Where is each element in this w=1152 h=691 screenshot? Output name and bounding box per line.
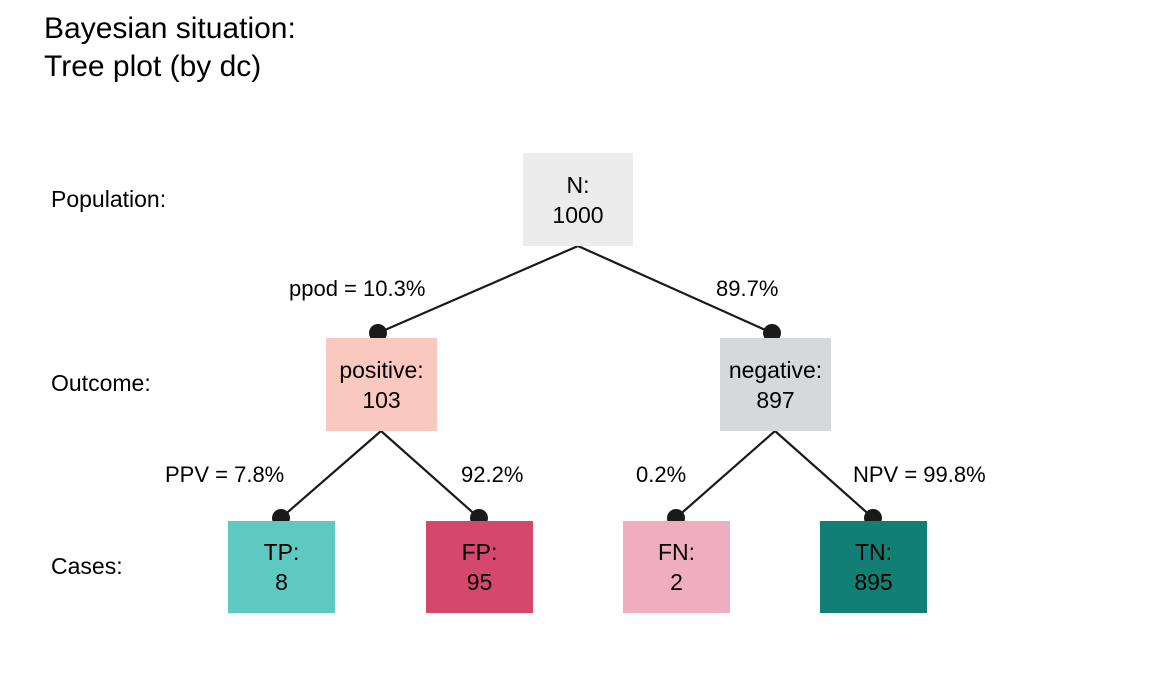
edge-label-fnr: 0.2%: [636, 462, 687, 487]
edge-negative-to-fn: [675, 430, 776, 519]
plot-title-line-1: Bayesian situation:: [44, 12, 296, 45]
row-label-population: Population:: [51, 186, 167, 212]
node-label: TN:: [854, 539, 893, 565]
node-label: positive:: [339, 356, 424, 383]
node-label: negative:: [728, 356, 823, 383]
node-value: 895: [854, 569, 893, 595]
edge-label-ppod: ppod = 10.3%: [289, 276, 426, 301]
node-outcome-positive[interactable]: positive: 103: [326, 338, 437, 431]
node-value: 1000: [552, 201, 604, 228]
edge-label-fpr: 92.2%: [461, 462, 524, 487]
node-case-tn[interactable]: TN: 895: [820, 521, 927, 613]
node-label: FP:: [461, 539, 498, 565]
plot-title: Bayesian situation: Tree plot (by dc): [44, 10, 296, 86]
node-value: 8: [275, 569, 288, 595]
plot-title-line-2: Tree plot (by dc): [44, 50, 262, 83]
edge-label-pnod: 89.7%: [716, 276, 779, 301]
node-outcome-negative[interactable]: negative: 897: [720, 338, 831, 431]
edge-positive-to-tp: [280, 430, 382, 519]
node-value: 103: [362, 386, 401, 413]
row-label-cases: Cases:: [51, 553, 123, 579]
edge-label-npv: NPV = 99.8%: [853, 462, 986, 487]
node-population-total[interactable]: N: 1000: [523, 153, 633, 246]
edge-label-ppv: PPV = 7.8%: [165, 462, 285, 487]
node-label: FN:: [657, 539, 696, 565]
node-case-tp[interactable]: TP: 8: [228, 521, 335, 613]
node-label: TP:: [263, 539, 300, 565]
node-label: N:: [566, 171, 590, 198]
node-value: 95: [466, 569, 493, 595]
node-case-fn[interactable]: FN: 2: [623, 521, 730, 613]
node-value: 897: [756, 386, 795, 413]
node-value: 2: [670, 569, 683, 595]
row-label-outcome: Outcome:: [51, 370, 151, 396]
node-case-fp[interactable]: FP: 95: [426, 521, 533, 613]
